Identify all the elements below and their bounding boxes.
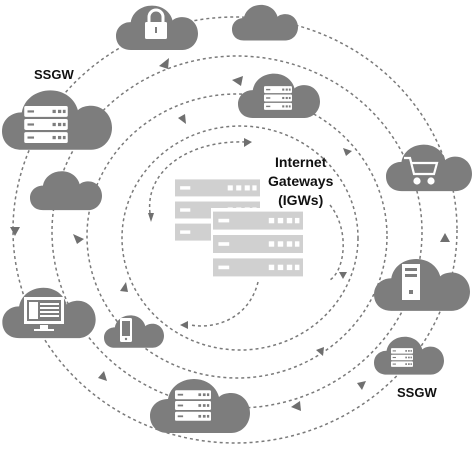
cloud-ssgw-right [374,336,444,375]
igw-label: Internet Gateways (IGWs) [268,153,333,210]
arrow [120,282,128,292]
shopping-cart-icon [404,156,439,185]
arrow [159,58,169,69]
arrow [73,234,84,244]
server-icon [24,106,68,143]
cloud-monitor [2,287,96,339]
cloud-empty-top [232,4,298,41]
ssgw-label-top: SSGW [34,67,74,82]
arrow [343,148,352,156]
igw-label-line3: (IGWs) [278,192,324,208]
route-ring-4 [121,125,359,351]
lock-icon [145,8,167,39]
route-spiral-inner-1 [148,141,246,214]
cloud-phone [104,315,164,348]
cloud-tower-right [374,259,470,311]
tower-server-icon [402,264,420,300]
arrow [316,347,324,356]
cloud-empty-left [30,171,102,211]
arrow [244,138,252,147]
route-spiral-inner-3 [189,281,259,327]
igw-server-stack [175,179,305,280]
arrow [291,401,301,411]
cloud-lock [116,5,198,50]
server-icon [175,390,211,421]
arrow [232,76,243,86]
arrow [10,227,20,236]
mobile-phone-icon [120,318,132,342]
route-ring-3 [86,93,388,379]
cloud-ssgw-left [2,90,112,150]
monitor-icon [24,297,64,331]
cloud-server-upper [238,73,320,118]
cloud-server-bottom [150,379,250,433]
route-ring-outer [12,16,458,444]
arrow [178,114,186,124]
arrow [180,321,188,329]
cloud-cart [386,144,472,192]
igw-label-line2: Gateways [268,173,334,189]
ssgw-label-bottom: SSGW [397,385,437,400]
route-spiral-inner-2 [329,204,344,281]
arrow [98,371,107,381]
server-icon [264,86,292,110]
server-icon [391,348,413,367]
arrow [148,213,154,222]
arrow [357,381,366,390]
igw-label-line1: Internet [275,154,327,170]
route-arrows [10,58,450,411]
igw-server-front [213,211,303,277]
arrow [339,272,347,279]
arrow [440,233,450,242]
